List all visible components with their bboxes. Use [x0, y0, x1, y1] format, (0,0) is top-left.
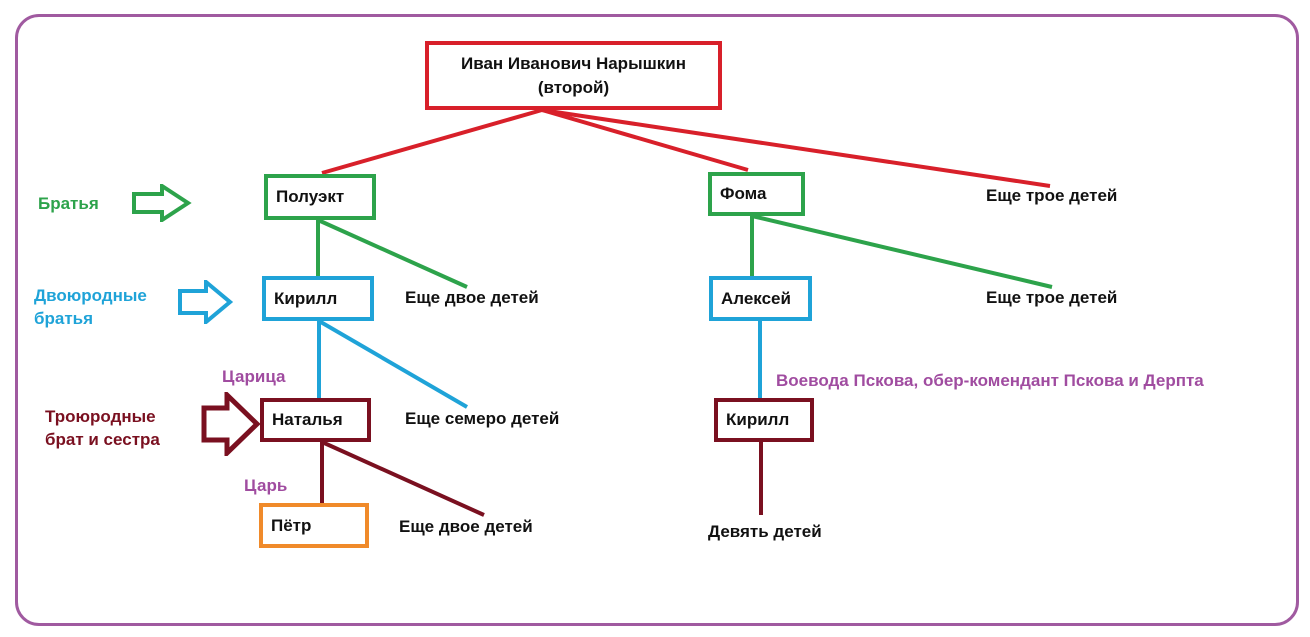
voevoda-label: Воевода Пскова, обер-комендант Пскова и …: [776, 371, 1204, 390]
node-poluekt-label: Полуэкт: [276, 187, 345, 206]
foma-other-children: Еще трое детей: [986, 288, 1118, 307]
node-natalia: Наталья: [260, 398, 371, 442]
cousins-label: Двоюродные братья: [34, 284, 147, 330]
line-root-poluekt: [321, 108, 543, 175]
node-aleksei: Алексей: [709, 276, 812, 321]
node-kirill2: Кирилл: [714, 398, 814, 442]
line-poluekt-other: [317, 218, 468, 289]
line-kirill-other: [317, 319, 469, 409]
second-cousins-label-line2: брат и сестра: [45, 430, 160, 449]
cousins-label-line1: Двоюродные: [34, 286, 147, 305]
root-note: (второй): [537, 77, 610, 97]
second-cousins-label: Троюродные брат и сестра: [45, 405, 160, 451]
brothers-arrow-icon: [132, 184, 192, 222]
second-cousins-label-line1: Троюродные: [45, 407, 156, 426]
tsar-label: Царь: [244, 476, 288, 495]
poluekt-other-children: Еще двое детей: [405, 288, 539, 307]
node-foma: Фома: [708, 172, 805, 216]
kirill1-other-children: Еще семеро детей: [405, 409, 560, 428]
natalia-other-children: Еще двое детей: [399, 517, 533, 536]
second-cousins-arrow-icon: [201, 392, 261, 456]
node-kirill2-label: Кирилл: [726, 410, 790, 429]
root-other-children: Еще трое детей: [986, 186, 1118, 205]
node-petr-label: Пётр: [271, 515, 312, 535]
kirill2-children: Девять детей: [708, 522, 822, 541]
node-poluekt: Полуэкт: [264, 174, 376, 220]
node-aleksei-label: Алексей: [721, 288, 791, 308]
root-name: Иван Иванович Нарышкин: [461, 53, 686, 73]
tsaritsa-label: Царица: [222, 367, 286, 386]
node-kirill1: Кирилл: [262, 276, 374, 321]
diagram-frame: [15, 14, 1299, 626]
node-foma-label: Фома: [720, 184, 767, 203]
node-petr: Пётр: [259, 503, 369, 548]
line-root-other: [541, 108, 1051, 188]
line-foma-other: [751, 214, 1053, 289]
line-natalia-other: [321, 440, 485, 517]
node-kirill1-label: Кирилл: [274, 288, 338, 308]
cousins-label-line2: братья: [34, 309, 94, 328]
root-box: Иван Иванович Нарышкин (второй): [425, 41, 722, 110]
line-root-foma: [541, 108, 749, 172]
cousins-arrow-icon: [178, 280, 234, 324]
brothers-label: Братья: [38, 194, 99, 213]
node-natalia-label: Наталья: [272, 410, 343, 429]
